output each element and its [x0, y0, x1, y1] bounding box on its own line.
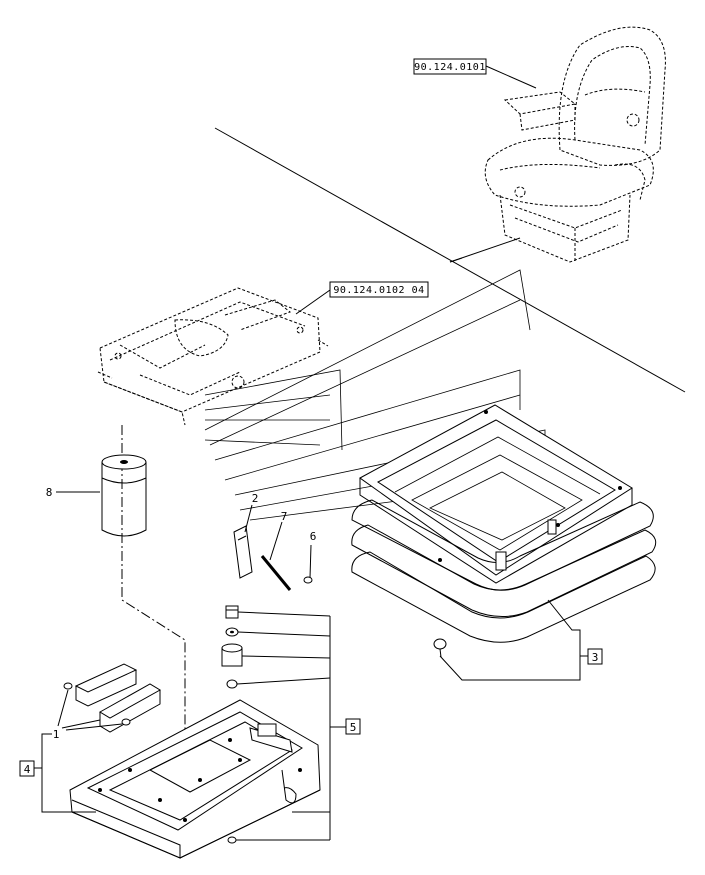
svg-text:4: 4 — [24, 763, 31, 776]
seat-assembly-drawing — [484, 26, 666, 263]
callout-2: 2 — [252, 492, 259, 505]
svg-text:5: 5 — [350, 721, 357, 734]
callout-1-leaders — [57, 689, 123, 731]
callout-7: 7 — [281, 510, 288, 523]
bellows-cover — [351, 404, 657, 643]
callout-1: 1 — [53, 728, 60, 741]
callout-3-box: 3 — [587, 648, 603, 665]
seat-assembly-ref-label[interactable]: 90.124.0101 — [413, 58, 487, 75]
plug-part — [433, 638, 447, 658]
slide-rails — [63, 663, 161, 733]
suspension-frame-drawing — [97, 287, 329, 426]
callout-6: 6 — [310, 530, 317, 543]
callout-4-leaders — [34, 733, 96, 813]
svg-text:3: 3 — [592, 651, 599, 664]
hardware-stack — [221, 605, 243, 844]
bolt-part-6 — [303, 544, 313, 584]
lever-part-2 — [233, 525, 253, 579]
svg-text:90.124.0102 04: 90.124.0102 04 — [333, 285, 424, 296]
centre-line — [121, 425, 186, 770]
callout-3-leader — [439, 599, 581, 681]
callout-4-box: 4 — [19, 760, 35, 777]
svg-text:90.124.0101: 90.124.0101 — [414, 62, 486, 73]
callout-5-box: 5 — [345, 718, 361, 735]
callout-8: 8 — [46, 486, 53, 499]
rod-part-7 — [260, 555, 292, 591]
callout-5-leaders — [236, 611, 346, 841]
seat-ref-leader — [485, 65, 537, 89]
section-line-upper — [214, 127, 686, 393]
suspension-frame-ref-label[interactable]: 90.124.0102 04 — [329, 281, 429, 298]
base-plate — [69, 699, 321, 859]
air-spring — [101, 454, 147, 537]
frame-ref-leader — [295, 289, 331, 315]
